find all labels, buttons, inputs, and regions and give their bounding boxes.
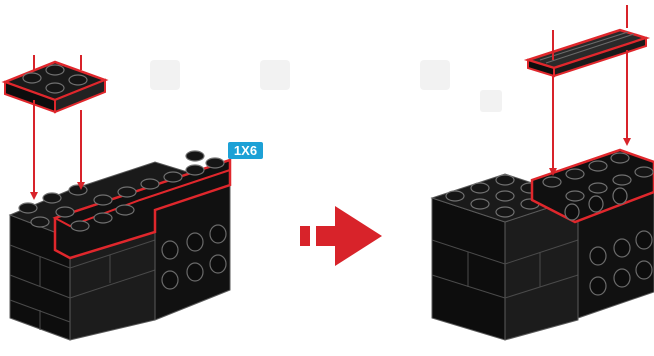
watermark [150, 60, 502, 112]
left-assembly [5, 55, 230, 340]
tile-1x6 [528, 30, 646, 76]
plate-2x2 [5, 62, 105, 112]
right-assembly [432, 5, 654, 340]
part-size-badge: 1X6 [228, 142, 263, 159]
arrow-right-icon [300, 206, 382, 266]
